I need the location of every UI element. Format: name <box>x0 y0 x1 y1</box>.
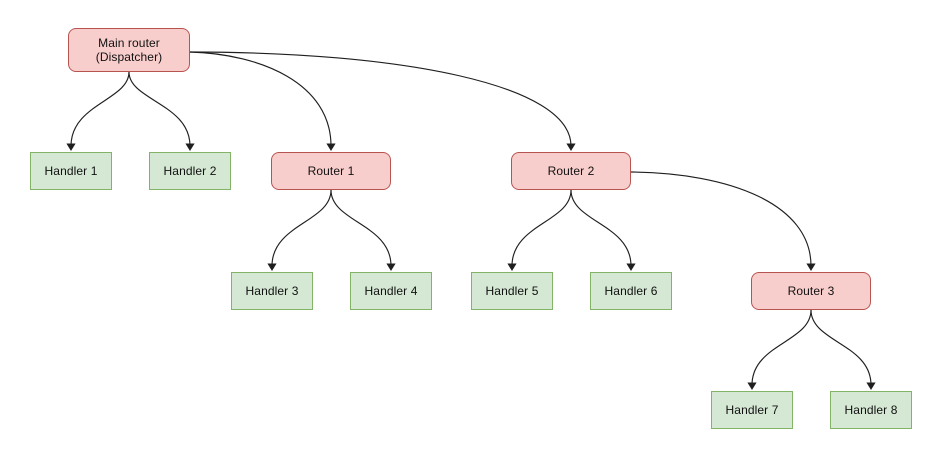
edge-main-to-router-2 <box>189 51 576 151</box>
node-handler-2[interactable]: Handler 2 <box>149 152 231 190</box>
node-handler-7[interactable]: Handler 7 <box>711 391 793 429</box>
edge-main-to-handler-1 <box>66 71 130 151</box>
node-router-3[interactable]: Router 3 <box>751 272 871 310</box>
node-router-2[interactable]: Router 2 <box>511 152 631 190</box>
edge-router-2-to-handler-6 <box>570 189 636 271</box>
node-handler-8[interactable]: Handler 8 <box>830 391 912 429</box>
edge-main-to-router-1 <box>189 51 336 151</box>
node-router-1[interactable]: Router 1 <box>271 152 391 190</box>
node-handler-3[interactable]: Handler 3 <box>231 272 313 310</box>
node-handler-4[interactable]: Handler 4 <box>350 272 432 310</box>
node-main-router[interactable]: Main router (Dispatcher) <box>68 28 190 72</box>
edge-router-1-to-handler-4 <box>330 189 396 271</box>
node-handler-6[interactable]: Handler 6 <box>590 272 672 310</box>
edge-router-3-to-handler-8-arrowhead <box>866 382 876 390</box>
edge-router-1-to-handler-3 <box>267 189 332 271</box>
node-handler-5[interactable]: Handler 5 <box>471 272 553 310</box>
node-handler-1[interactable]: Handler 1 <box>30 152 112 190</box>
edge-router-2-to-handler-5-arrowhead <box>507 263 517 271</box>
edge-router-1-to-handler-3-arrowhead <box>267 263 277 271</box>
edge-main-to-router-1-arrowhead <box>326 143 336 151</box>
edge-router-3-to-handler-7-arrowhead <box>747 382 757 390</box>
edge-router-3-to-handler-8 <box>810 309 876 390</box>
edge-main-to-handler-2-arrowhead <box>185 143 195 151</box>
edge-router-2-to-router-3-arrowhead <box>806 263 816 271</box>
edge-main-to-handler-2 <box>128 71 195 151</box>
edge-router-2-to-handler-5 <box>507 189 572 271</box>
edge-main-to-router-2-arrowhead <box>566 143 576 151</box>
edge-router-1-to-handler-4-arrowhead <box>386 263 396 271</box>
edge-router-2-to-router-3 <box>630 171 816 271</box>
edge-main-to-handler-1-arrowhead <box>66 143 76 151</box>
edge-router-2-to-handler-6-arrowhead <box>626 263 636 271</box>
edge-router-3-to-handler-7 <box>747 309 812 390</box>
